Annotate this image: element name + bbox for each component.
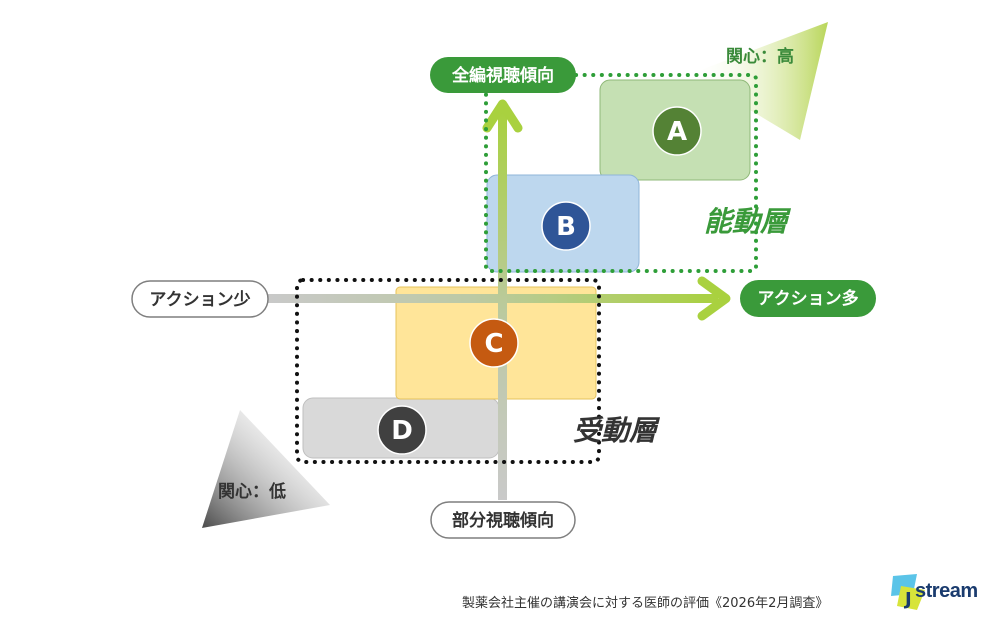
vertical-axis-arrowhead <box>482 99 523 133</box>
segment-letter-a: A <box>667 117 687 147</box>
partial-viewing-pill <box>430 501 576 539</box>
active-layer-outline <box>484 73 758 273</box>
interest-low-wedge <box>202 410 330 528</box>
vertical-axis-line <box>498 112 507 500</box>
segment-circle-c <box>469 318 519 368</box>
jstream-logo: J stream <box>887 572 997 618</box>
passive-layer-label: 受動層 <box>573 414 661 447</box>
partial-viewing-label: 部分視聴傾向 <box>452 510 554 531</box>
interest-low-label: 関心：低 <box>218 481 286 502</box>
jstream-logo-mark: J <box>891 574 925 610</box>
full-viewing-pill <box>430 57 576 93</box>
horizontal-axis-line <box>268 294 718 303</box>
segment-circle-d <box>377 405 427 455</box>
action-low-label: アクション少 <box>149 290 250 310</box>
action-low-pill <box>131 280 269 318</box>
action-high-label: アクション多 <box>757 288 858 309</box>
segment-letter-b: B <box>556 212 576 242</box>
full-viewing-label: 全編視聴傾向 <box>451 65 554 86</box>
horizontal-axis-arrowhead <box>697 276 731 321</box>
survey-caption: 製薬会社主催の講演会に対する医師の評価《2026年2月調査》 <box>462 596 829 611</box>
segment-circle-b <box>541 201 591 251</box>
interest-high-wedge <box>690 22 828 140</box>
action-high-pill <box>740 280 876 317</box>
svg-text:J: J <box>903 589 912 610</box>
segment-letter-d: D <box>391 416 413 446</box>
jstream-logo-text: stream <box>915 580 978 602</box>
segment-letter-c: C <box>484 329 503 359</box>
segment-circle-a <box>652 106 702 156</box>
active-layer-label: 能動層 <box>704 205 792 238</box>
interest-high-label: 関心：高 <box>726 46 794 67</box>
passive-layer-outline <box>295 278 601 464</box>
